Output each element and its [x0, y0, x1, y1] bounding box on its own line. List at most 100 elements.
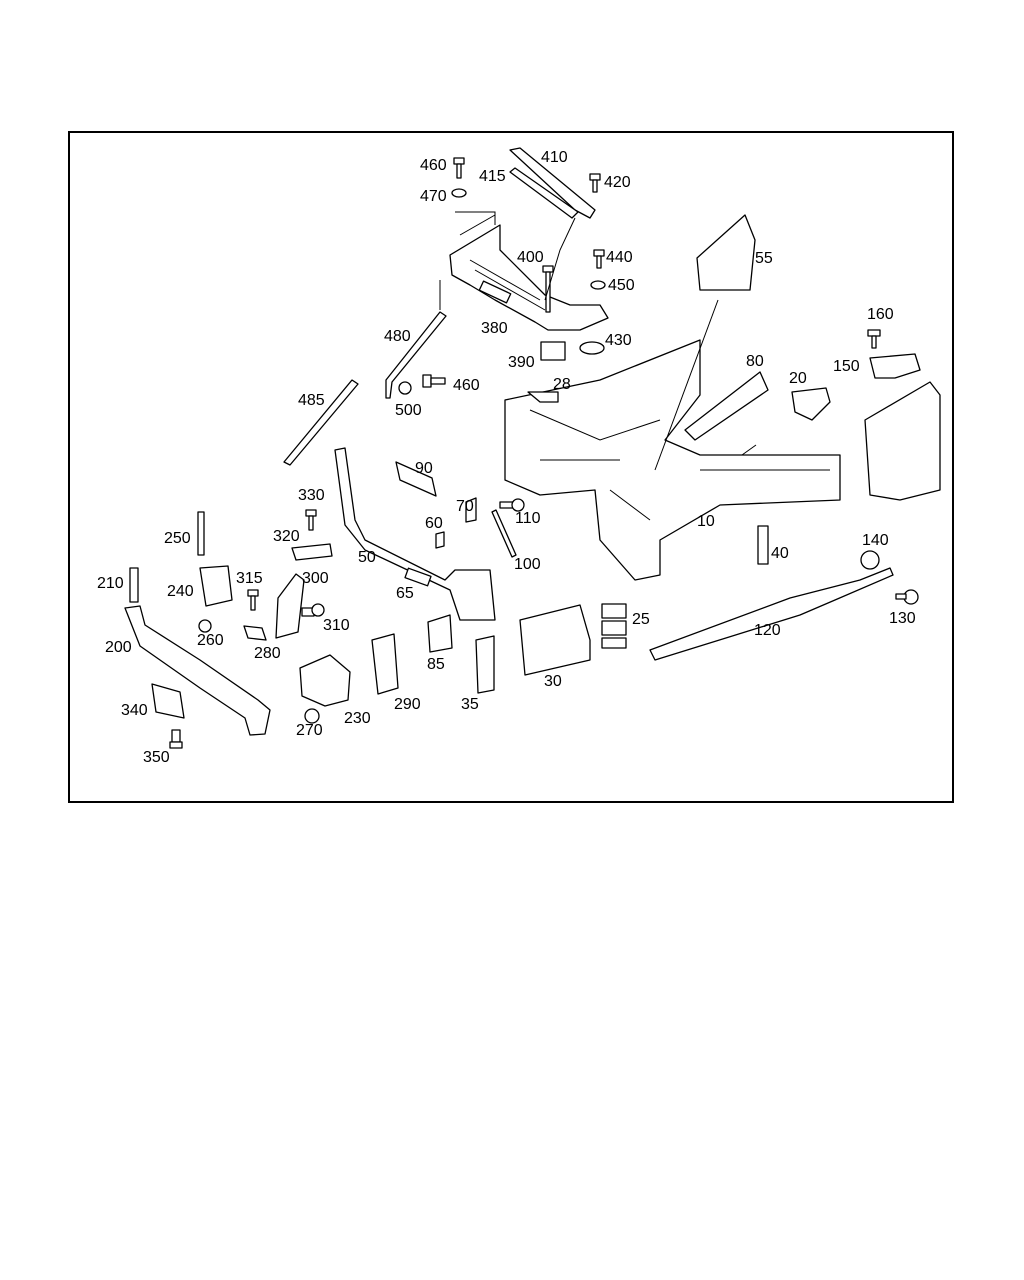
callout-110: 110: [515, 510, 541, 527]
callout-35: 35: [461, 696, 479, 713]
callout-200: 200: [105, 639, 132, 656]
callout-40: 40: [771, 545, 789, 562]
callout-90: 90: [415, 460, 433, 477]
callout-60: 60: [425, 515, 443, 532]
callout-380: 380: [481, 320, 508, 337]
callout-100: 100: [514, 556, 541, 573]
part-230-mount: [299, 654, 351, 707]
part-430-ring: [579, 341, 605, 355]
leader-lines: [439, 211, 757, 471]
nut-270: [304, 708, 320, 724]
part-35-bracket: [475, 635, 495, 694]
part-390-bracket: [540, 341, 566, 361]
callout-485: 485: [298, 392, 325, 409]
callout-460-top: 460: [420, 157, 447, 174]
callout-350: 350: [143, 749, 170, 766]
bolt-460-top: [453, 157, 465, 179]
bolt-250: [197, 511, 205, 556]
callout-315: 315: [236, 570, 263, 587]
part-55-bracket: [696, 214, 756, 291]
part-240-mount: [199, 565, 233, 607]
pin-210: [129, 567, 139, 603]
callout-70: 70: [456, 498, 474, 515]
callout-130: 130: [889, 610, 916, 627]
callout-270: 270: [296, 722, 323, 739]
callout-330: 330: [298, 487, 325, 504]
bolt-350: [169, 729, 183, 749]
callout-28: 28: [553, 376, 571, 393]
bolt-110: [499, 498, 525, 512]
part-290-plate: [371, 633, 399, 695]
callout-420: 420: [604, 174, 631, 191]
part-100-rod: [491, 509, 517, 558]
callout-55: 55: [755, 250, 773, 267]
part-300-bracket: [275, 573, 305, 639]
bolt-400: [542, 265, 554, 313]
callout-140: 140: [862, 532, 889, 549]
diagram-frame: [68, 131, 954, 803]
bolt-460-mid: [422, 374, 446, 388]
callout-85: 85: [427, 656, 445, 673]
part-340-bracket: [151, 683, 185, 719]
callout-25: 25: [632, 611, 650, 628]
bolt-130: [895, 589, 919, 605]
callout-120: 120: [754, 622, 781, 639]
part-380-upper-crossmember: [449, 224, 609, 331]
callout-400: 400: [517, 249, 544, 266]
callout-150: 150: [833, 358, 860, 375]
callout-210: 210: [97, 575, 124, 592]
part-90-plate: [395, 461, 437, 497]
nut-260: [198, 619, 212, 633]
part-25-blocks: [601, 603, 627, 649]
part-60-clip: [435, 531, 445, 549]
callout-80: 80: [746, 353, 764, 370]
callout-500: 500: [395, 402, 422, 419]
part-280-clip: [243, 625, 267, 641]
bolt-330: [305, 509, 317, 531]
part-200-bumper-beam: [124, 605, 271, 736]
washer-500: [398, 381, 412, 395]
callout-30: 30: [544, 673, 562, 690]
callout-415: 415: [479, 168, 506, 185]
part-30-housing: [519, 604, 591, 676]
part-485-strut: [283, 379, 359, 466]
callout-280: 280: [254, 645, 281, 662]
callout-310: 310: [323, 617, 350, 634]
callout-250: 250: [164, 530, 191, 547]
callout-50: 50: [358, 549, 376, 566]
part-150-mount: [869, 353, 921, 379]
callout-10: 10: [697, 513, 715, 530]
callout-390: 390: [508, 354, 535, 371]
callout-460-mid: 460: [453, 377, 480, 394]
callout-470: 470: [420, 188, 447, 205]
washer-450: [590, 280, 606, 290]
callout-290: 290: [394, 696, 421, 713]
part-70-pad: [465, 497, 477, 523]
callout-20: 20: [789, 370, 807, 387]
callout-480: 480: [384, 328, 411, 345]
bolt-160: [867, 329, 881, 349]
bolt-440: [593, 249, 605, 269]
part-410-strut: [509, 147, 596, 219]
part-80-panel: [684, 371, 769, 441]
part-120-rail: [649, 567, 894, 661]
nut-140: [860, 550, 880, 570]
callout-65: 65: [396, 585, 414, 602]
part-28-wedge: [527, 391, 559, 403]
callout-430: 430: [605, 332, 632, 349]
part-480-strut: [385, 311, 447, 399]
callout-160: 160: [867, 306, 894, 323]
callout-340: 340: [121, 702, 148, 719]
washer-470: [451, 188, 467, 198]
bolt-310: [301, 603, 325, 617]
part-320-clip: [291, 543, 333, 561]
callout-320: 320: [273, 528, 300, 545]
callout-300: 300: [302, 570, 329, 587]
part-50-radiator-frame: [334, 447, 496, 621]
part-10-main-frame: [504, 339, 841, 581]
callout-260: 260: [197, 632, 224, 649]
part-40-post: [757, 525, 769, 565]
callout-410: 410: [541, 149, 568, 166]
callout-440: 440: [606, 249, 633, 266]
